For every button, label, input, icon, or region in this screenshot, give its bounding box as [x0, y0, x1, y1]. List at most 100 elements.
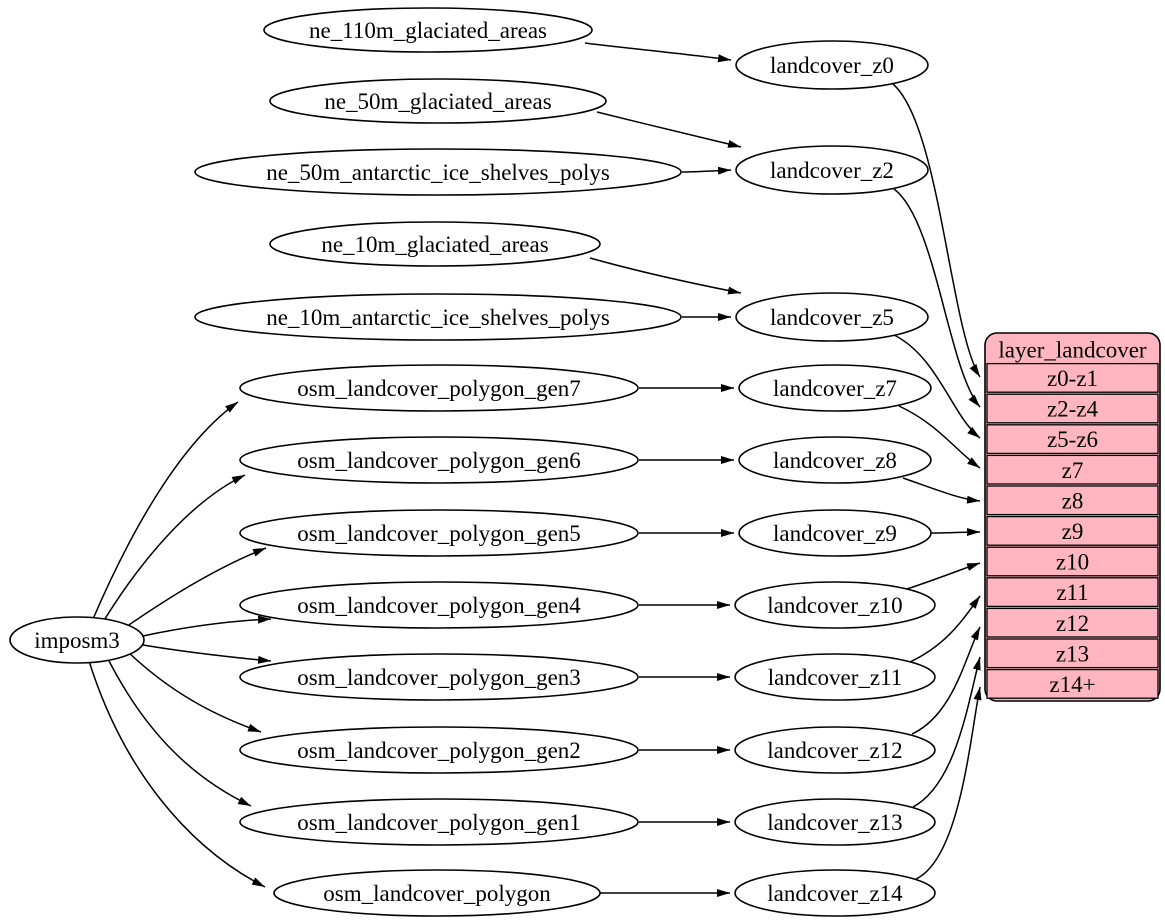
edge-imposm3-to-osm_landcover_polygon_gen4	[142, 615, 272, 637]
edge-imposm3-to-osm_landcover_polygon_gen5	[122, 547, 267, 630]
edge-landcover_z14-to-layer_landcover-z14+	[915, 686, 982, 880]
node-ellipse-osm_landcover_polygon_gen5	[239, 509, 639, 557]
edge-imposm3-to-osm_landcover_polygon_gen7	[92, 401, 239, 620]
table-row-z10	[986, 546, 1159, 577]
table-row-label-z13: z13	[1056, 641, 1089, 666]
node-label-landcover_z2: landcover_z2	[770, 158, 894, 183]
table-row-z9	[986, 515, 1159, 546]
table-layer_landcover: layer_landcover z0-z1 z2-z4 z5-z6 z7 z8 z9 z10 z…	[984, 332, 1161, 702]
table-row-z11	[986, 577, 1159, 608]
edge-landcover_z0-to-layer_landcover-z0-z1	[892, 83, 981, 378]
node-landcover_z8: landcover_z8	[738, 436, 932, 484]
node-label-landcover_z12: landcover_z12	[767, 738, 902, 763]
table-row-label-z0-z1: z0-z1	[1047, 366, 1098, 391]
table-row-label-z7: z7	[1062, 458, 1084, 483]
edge-imposm3-to-osm_landcover_polygon_gen2	[126, 650, 262, 733]
table-row-label-z12: z12	[1056, 611, 1089, 636]
edge-imposm3-to-osm_landcover_polygon_gen1	[106, 656, 252, 807]
edge-ne_50m_glaciated_areas-to-landcover_z2	[596, 111, 742, 148]
table-row-z5-z6	[986, 424, 1159, 455]
table-row-z8	[986, 485, 1159, 516]
table-title: layer_landcover	[998, 337, 1146, 362]
node-ellipse-osm_landcover_polygon_gen3	[239, 653, 639, 701]
node-label-landcover_z8: landcover_z8	[773, 448, 897, 473]
node-label-osm_landcover_polygon_gen6: osm_landcover_polygon_gen6	[297, 448, 581, 473]
node-label-landcover_z9: landcover_z9	[773, 521, 897, 546]
nodes-layer: imposm3 ne_110m_glaciated_areas ne_50m_gla…	[9, 7, 936, 917]
node-ellipse-landcover_z14	[734, 869, 936, 917]
node-landcover_z10: landcover_z10	[734, 581, 936, 629]
edge-landcover_z8-to-layer_landcover-z8	[902, 477, 981, 504]
table-row-label-z14+: z14+	[1049, 672, 1095, 697]
edge-landcover_z7-to-layer_landcover-z7	[898, 405, 981, 469]
node-label-landcover_z5: landcover_z5	[770, 305, 894, 330]
node-label-landcover_z10: landcover_z10	[767, 593, 902, 618]
table-row-label-z11: z11	[1056, 580, 1088, 605]
node-ne_110m_glaciated_areas: ne_110m_glaciated_areas	[263, 7, 593, 53]
node-osm_landcover_polygon_gen2: osm_landcover_polygon_gen2	[239, 726, 639, 774]
table-row-label-z2-z4: z2-z4	[1047, 397, 1099, 422]
node-landcover_z2: landcover_z2	[735, 145, 929, 195]
table-row-label-z5-z6: z5-z6	[1047, 427, 1098, 452]
node-label-ne_10m_glaciated_areas: ne_10m_glaciated_areas	[321, 232, 548, 257]
table-row-z7	[986, 454, 1159, 485]
node-landcover_z12: landcover_z12	[734, 726, 936, 774]
node-ellipse-landcover_z5	[735, 292, 929, 342]
node-label-landcover_z13: landcover_z13	[767, 810, 902, 835]
table-row-z13	[986, 638, 1159, 669]
edges-layer	[88, 42, 982, 897]
edge-landcover_z5-to-layer_landcover-z5-z6	[893, 334, 981, 439]
node-ellipse-landcover_z9	[738, 509, 932, 557]
node-ellipse-osm_landcover_polygon_gen7	[239, 364, 639, 412]
edge-landcover_z9-to-layer_landcover-z9	[930, 528, 981, 537]
edge-ne_110m_glaciated_areas-to-landcover_z0	[584, 42, 732, 63]
node-osm_landcover_polygon_gen7: osm_landcover_polygon_gen7	[239, 364, 639, 412]
node-ellipse-landcover_z12	[734, 726, 936, 774]
table-row-label-z8: z8	[1062, 488, 1084, 513]
node-ellipse-ne_110m_glaciated_areas	[263, 7, 593, 53]
node-ellipse-landcover_z10	[734, 581, 936, 629]
node-ellipse-osm_landcover_polygon_gen6	[239, 436, 639, 484]
node-landcover_z0: landcover_z0	[735, 40, 929, 90]
edge-landcover_z10-to-layer_landcover-z10	[906, 562, 981, 590]
node-label-osm_landcover_polygon: osm_landcover_polygon	[323, 881, 551, 906]
edge-ne_50m_antarctic_ice_shelves_polys-to-landcover_z2	[681, 166, 732, 175]
node-osm_landcover_polygon_gen5: osm_landcover_polygon_gen5	[239, 509, 639, 557]
node-ne_50m_glaciated_areas: ne_50m_glaciated_areas	[269, 78, 607, 124]
node-osm_landcover_polygon_gen3: osm_landcover_polygon_gen3	[239, 653, 639, 701]
edge-imposm3-to-osm_landcover_polygon_gen3	[142, 644, 272, 664]
node-label-ne_50m_glaciated_areas: ne_50m_glaciated_areas	[324, 89, 551, 114]
table-row-z0-z1	[986, 362, 1159, 393]
node-ellipse-landcover_z8	[738, 436, 932, 484]
node-ellipse-imposm3	[9, 616, 145, 664]
node-ellipse-osm_landcover_polygon_gen1	[239, 798, 639, 846]
table-row-label-z9: z9	[1062, 519, 1084, 544]
node-ne_10m_antarctic_ice_shelves_polys: ne_10m_antarctic_ice_shelves_polys	[194, 293, 682, 341]
node-ellipse-osm_landcover_polygon	[273, 869, 601, 917]
node-osm_landcover_polygon_gen4: osm_landcover_polygon_gen4	[239, 581, 639, 629]
node-ne_50m_antarctic_ice_shelves_polys: ne_50m_antarctic_ice_shelves_polys	[194, 148, 682, 196]
node-landcover_z14: landcover_z14	[734, 869, 936, 917]
node-landcover_z5: landcover_z5	[735, 292, 929, 342]
edge-landcover_z2-to-layer_landcover-z2-z4	[893, 188, 981, 408]
node-ellipse-landcover_z0	[735, 40, 929, 90]
node-landcover_z13: landcover_z13	[734, 798, 936, 846]
node-ellipse-landcover_z2	[735, 145, 929, 195]
node-label-landcover_z14: landcover_z14	[767, 881, 903, 906]
node-osm_landcover_polygon_gen6: osm_landcover_polygon_gen6	[239, 436, 639, 484]
node-ellipse-osm_landcover_polygon_gen4	[239, 581, 639, 629]
edge-landcover_z13-to-layer_landcover-z13	[912, 656, 981, 808]
node-ellipse-landcover_z7	[738, 364, 932, 412]
node-label-imposm3: imposm3	[34, 628, 120, 653]
node-label-landcover_z11: landcover_z11	[768, 665, 903, 690]
node-label-ne_110m_glaciated_areas: ne_110m_glaciated_areas	[309, 18, 547, 43]
node-ellipse-ne_10m_glaciated_areas	[269, 221, 601, 267]
node-label-landcover_z7: landcover_z7	[773, 376, 897, 401]
node-landcover_z9: landcover_z9	[738, 509, 932, 557]
table-row-z12	[986, 607, 1159, 638]
node-ellipse-ne_50m_glaciated_areas	[269, 78, 607, 124]
table-row-label-z10: z10	[1056, 550, 1089, 575]
node-osm_landcover_polygon: osm_landcover_polygon	[273, 869, 601, 917]
node-label-osm_landcover_polygon_gen4: osm_landcover_polygon_gen4	[297, 593, 581, 618]
